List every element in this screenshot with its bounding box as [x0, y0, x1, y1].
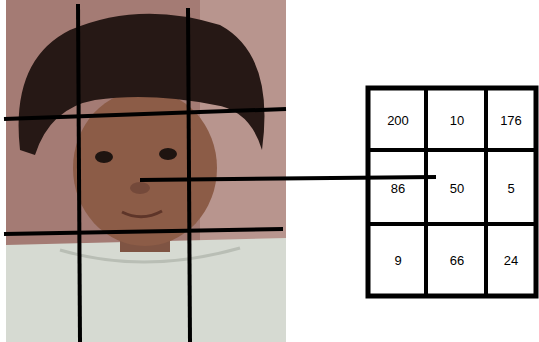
- nose: [130, 182, 150, 194]
- table-rule: [424, 88, 428, 296]
- grid-line: [188, 8, 190, 342]
- table-cell: 50: [428, 152, 486, 224]
- table-rule: [484, 88, 488, 296]
- table-rule: [368, 222, 536, 226]
- hair: [19, 14, 265, 155]
- grid-line: [4, 109, 286, 119]
- pointer-line: [140, 177, 436, 180]
- number-table: [368, 88, 536, 296]
- child-photo: [6, 0, 286, 342]
- table-cell: 24: [488, 226, 534, 294]
- table-cell: 10: [428, 90, 486, 150]
- table-cell: 66: [428, 226, 486, 294]
- mouth: [122, 211, 162, 217]
- grid-lines: [4, 4, 286, 342]
- shirt: [6, 238, 286, 342]
- grid-line: [4, 229, 283, 234]
- table-cell: 5: [488, 152, 534, 224]
- eye: [159, 148, 177, 160]
- table-border: [368, 88, 536, 296]
- photo-background: [6, 0, 286, 342]
- table-cell: 9: [370, 226, 426, 294]
- table-cell: 86: [370, 152, 426, 224]
- table-rule: [368, 148, 536, 152]
- eye: [95, 151, 113, 163]
- table-cell: 176: [488, 90, 534, 150]
- grid-line: [78, 4, 80, 342]
- table-cell: 200: [370, 90, 426, 150]
